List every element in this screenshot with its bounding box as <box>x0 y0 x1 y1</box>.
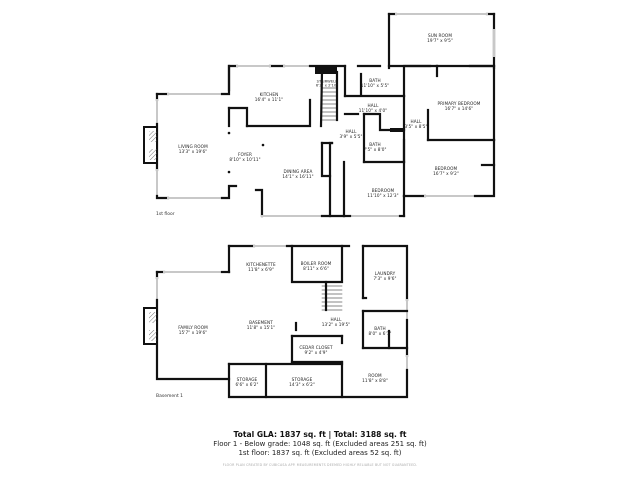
room-label-living-room: LIVING ROOM 13'3" x 19'6" <box>178 144 208 154</box>
room-name: FAMILY ROOM <box>178 325 208 330</box>
room-label-cedar-closet: CEDAR CLOSET 9'2" x 4'9" <box>299 345 332 355</box>
room-name: ROOM <box>368 373 382 378</box>
room-name: BATH <box>369 78 381 83</box>
room-label-basement: BASEMENT 11'8" x 15'1" <box>247 320 276 330</box>
room-label-primary-bedroom: PRIMARY BEDROOM 16'7" x 14'6" <box>437 101 480 111</box>
room-dimensions: 11'10" x 5'5" <box>360 83 390 88</box>
room-label-family-room: FAMILY ROOM 15'7" x 19'6" <box>178 325 208 335</box>
room-label-hall-3: HALL 3'5" x 8'5" <box>404 119 427 129</box>
room-name: HALL <box>345 129 357 134</box>
room-label-stairwell: STAIRWELL 6'3" x 2'10" <box>316 80 338 89</box>
room-name: BEDROOM <box>371 188 395 193</box>
room-name: LIVING ROOM <box>178 144 208 149</box>
family-room-fireplace <box>143 307 158 345</box>
room-name: FOYER <box>237 152 253 157</box>
room-dimensions: 11'8" x 15'1" <box>246 325 276 330</box>
room-dimensions: 8'10" x 10'11" <box>229 157 261 162</box>
room-label-bath-basement: BATH 8'0" x 6'1" <box>368 326 391 336</box>
room-dimensions: 11'8" x 8'8" <box>362 378 388 383</box>
area-summary-first-floor: 1st floor: 1837 sq. ft (Excluded areas 5… <box>238 449 402 457</box>
room-name: BOILER ROOM <box>300 261 332 266</box>
room-name: STAIRWELL <box>316 79 338 84</box>
room-name: HALL <box>367 103 379 108</box>
room-dimensions: 11'8" x 6'9" <box>248 267 274 272</box>
room-dimensions: 3'5" x 8'5" <box>404 124 428 129</box>
room-label-sun-room: SUN ROOM 19'7" x 9'5" <box>427 33 453 43</box>
room-label-kitchen: KITCHEN 16'4" x 11'1" <box>255 92 284 102</box>
room-label-bedroom-right: BEDROOM 16'7" x 9'2" <box>433 166 459 176</box>
room-label-bath-lower: BATH 7'5" x 8'0" <box>363 142 386 152</box>
room-name: PRIMARY BEDROOM <box>437 101 481 106</box>
room-name: DINING AREA <box>283 169 313 174</box>
room-dimensions: 8'11" x 6'6" <box>303 266 329 271</box>
room-label-storage-large: STORAGE 14'3" x 6'2" <box>289 377 315 387</box>
room-name: STORAGE <box>291 377 313 382</box>
floor-label-first-floor: 1st floor <box>156 212 175 217</box>
room-dimensions: 11'10" x 4'0" <box>358 108 388 113</box>
disclaimer-text: FLOOR PLAN CREATED BY CUBICASA APP. MEAS… <box>222 463 418 467</box>
room-dimensions: 13'3" x 19'6" <box>178 149 208 154</box>
room-name: BATH <box>369 142 381 147</box>
room-dimensions: 6'6" x 6'2" <box>235 382 259 387</box>
room-label-foyer: FOYER 8'10" x 10'11" <box>229 152 260 162</box>
room-dimensions: 8'0" x 6'1" <box>368 331 392 336</box>
room-label-boiler-room: BOILER ROOM 8'11" x 6'6" <box>301 261 332 271</box>
area-summary-below-grade: Floor 1 - Below grade: 1048 sq. ft (Excl… <box>213 440 427 448</box>
room-label-dining-area: DINING AREA 14'1" x 16'11" <box>282 169 313 179</box>
room-label-hall-1: HALL 11'10" x 4'0" <box>359 103 388 113</box>
room-name: LAUNDRY <box>374 271 396 276</box>
room-name: SUN ROOM <box>427 33 453 38</box>
room-dimensions: 7'5" x 8'0" <box>363 147 387 152</box>
room-label-hall-basement: HALL 13'2" x 19'5" <box>322 317 351 327</box>
room-label-laundry: LAUNDRY 7'3" x 9'6" <box>373 271 396 281</box>
living-room-fireplace <box>143 126 158 164</box>
room-dimensions: 19'7" x 9'5" <box>427 38 453 43</box>
room-name: BEDROOM <box>434 166 458 171</box>
room-dimensions: 16'7" x 14'6" <box>444 106 474 111</box>
room-dimensions: 15'7" x 19'6" <box>178 330 208 335</box>
room-name: HALL <box>410 119 422 124</box>
basement-plan <box>155 244 409 399</box>
room-name: STORAGE <box>236 377 258 382</box>
room-dimensions: 7'3" x 9'6" <box>373 276 397 281</box>
foyer-columns <box>227 131 265 174</box>
room-dimensions: 3'9" x 5'5" <box>339 134 363 139</box>
room-name: HALL <box>330 317 342 322</box>
room-dimensions: 16'4" x 11'1" <box>254 97 284 102</box>
room-label-room: ROOM 11'8" x 8'8" <box>362 373 388 383</box>
room-label-storage-small: STORAGE 6'6" x 6'2" <box>235 377 258 387</box>
room-label-bath-upper: BATH 11'10" x 5'5" <box>361 78 390 88</box>
room-name: BATH <box>374 326 386 331</box>
room-label-kitchenette: KITCHENETTE 11'8" x 6'9" <box>246 262 276 272</box>
room-dimensions: 14'1" x 16'11" <box>282 174 314 179</box>
first-floor-plan <box>155 12 496 218</box>
room-label-bedroom-left: BEDROOM 11'10" x 12'3" <box>367 188 398 198</box>
room-name: KITCHEN <box>259 92 279 97</box>
area-summary-title: Total GLA: 1837 sq. ft | Total: 3188 sq.… <box>233 430 407 439</box>
room-dimensions: 9'2" x 4'9" <box>304 350 328 355</box>
room-name: BASEMENT <box>249 320 273 325</box>
floor-label-basement: Basement 1 <box>156 394 184 399</box>
room-name: KITCHENETTE <box>246 262 276 267</box>
room-dimensions: 11'10" x 12'3" <box>367 193 399 198</box>
room-dimensions: 14'3" x 6'2" <box>289 382 315 387</box>
room-dimensions: 6'3" x 2'10" <box>315 84 339 88</box>
room-dimensions: 13'2" x 19'5" <box>321 322 351 327</box>
room-name: CEDAR CLOSET <box>299 345 333 350</box>
room-label-hall-2: HALL 3'9" x 5'5" <box>339 129 362 139</box>
room-dimensions: 16'7" x 9'2" <box>433 171 459 176</box>
